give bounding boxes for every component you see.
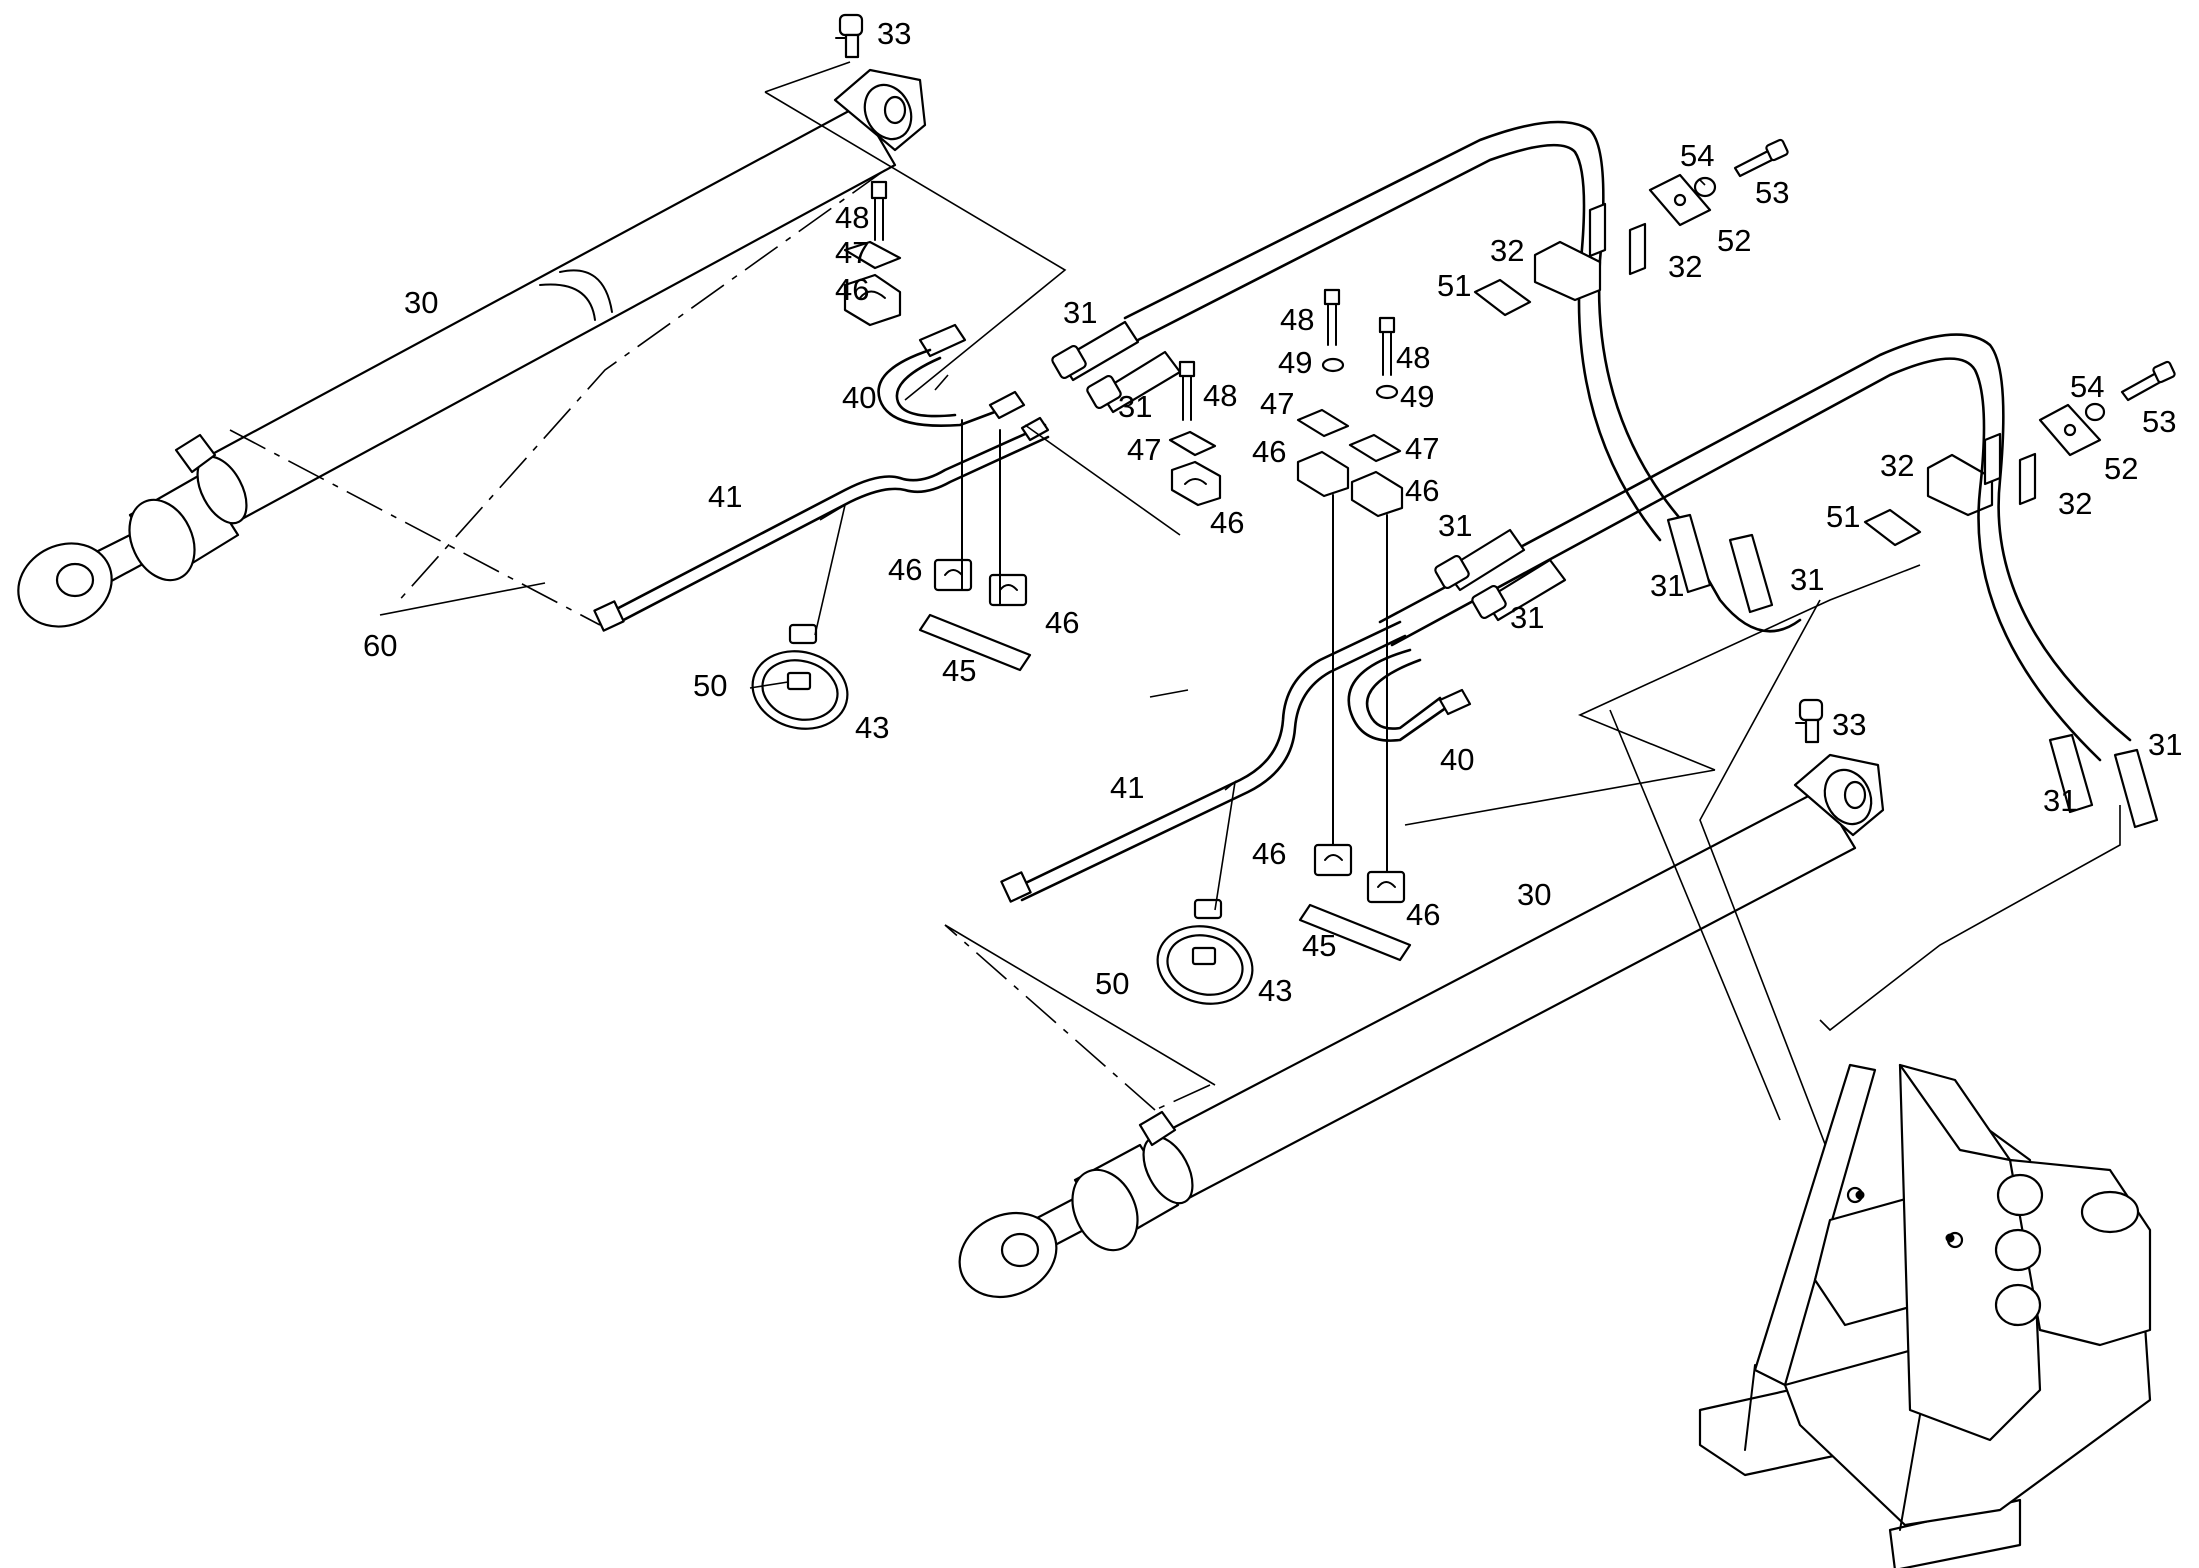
callout-48: 48 bbox=[1203, 378, 1237, 413]
bracket-set-lower bbox=[1863, 360, 2176, 547]
callout-31: 31 bbox=[1063, 295, 1097, 330]
bracket-set-upper bbox=[1473, 138, 1789, 317]
hose-40-left bbox=[877, 348, 1002, 427]
callout-31: 31 bbox=[1438, 508, 1472, 543]
hydraulic-cylinder-left bbox=[17, 68, 927, 628]
callout-41: 41 bbox=[1110, 770, 1144, 805]
callout-32: 32 bbox=[1668, 249, 1702, 284]
callout-31: 31 bbox=[1650, 568, 1684, 603]
callout-32: 32 bbox=[1880, 448, 1914, 483]
callout-31: 31 bbox=[2043, 783, 2077, 818]
callout-53: 53 bbox=[2142, 404, 2176, 439]
callout-52: 52 bbox=[2104, 451, 2138, 486]
callout-51: 51 bbox=[1826, 499, 1860, 534]
callout-46: 46 bbox=[888, 552, 922, 587]
callout-40: 40 bbox=[1440, 742, 1474, 777]
pipe-41-right bbox=[1013, 620, 1402, 890]
callout-30: 30 bbox=[404, 285, 438, 320]
callout-43: 43 bbox=[1258, 973, 1292, 1008]
callout-45: 45 bbox=[1302, 928, 1336, 963]
callout-46: 46 bbox=[1406, 897, 1440, 932]
callout-51: 51 bbox=[1437, 268, 1471, 303]
callout-30: 30 bbox=[1517, 877, 1551, 912]
callout-47: 47 bbox=[1127, 432, 1161, 467]
callout-31: 31 bbox=[2148, 727, 2182, 762]
callout-54: 54 bbox=[1680, 138, 1714, 173]
clamp-stack-mid-left bbox=[1024, 360, 1222, 536]
callout-46: 46 bbox=[1405, 473, 1439, 508]
callout-53: 53 bbox=[1755, 175, 1789, 210]
boom-frame bbox=[1698, 1063, 2152, 1568]
hose-long-left-outer bbox=[1123, 120, 1692, 532]
callout-40: 40 bbox=[842, 380, 876, 415]
callout-32: 32 bbox=[1490, 233, 1524, 268]
hose-fittings-31-right bbox=[1434, 513, 2159, 829]
callout-47: 47 bbox=[1260, 386, 1294, 421]
callout-60: 60 bbox=[363, 628, 397, 663]
clamp-stack-center bbox=[1296, 288, 1412, 962]
callout-48: 48 bbox=[1280, 302, 1314, 337]
callout-46: 46 bbox=[1045, 605, 1079, 640]
callout-41: 41 bbox=[708, 479, 742, 514]
hose-fittings-31-left bbox=[988, 320, 1182, 442]
hose-long-right-outer bbox=[1378, 333, 2132, 742]
hose-clamp-43-right bbox=[1156, 780, 1254, 1005]
grease-nipple-33-right bbox=[1795, 698, 1824, 744]
callout-33: 33 bbox=[877, 16, 911, 51]
callout-50: 50 bbox=[1095, 966, 1129, 1001]
hose-clamp-43-left bbox=[751, 503, 849, 730]
callout-46: 46 bbox=[1252, 434, 1286, 469]
callout-46: 46 bbox=[1252, 836, 1286, 871]
callout-33: 33 bbox=[1832, 707, 1866, 742]
callout-48: 48 bbox=[1396, 340, 1430, 375]
hose-40-right bbox=[1347, 648, 1452, 742]
callout-49: 49 bbox=[1278, 345, 1312, 380]
callout-31: 31 bbox=[1118, 389, 1152, 424]
callout-32: 32 bbox=[2058, 486, 2092, 521]
callout-48: 48 bbox=[835, 200, 869, 235]
callout-46: 46 bbox=[1210, 505, 1244, 540]
pipe-41-left bbox=[603, 423, 1047, 617]
callout-labels: 33 30 48 47 46 31 31 40 41 48 47 46 46 4… bbox=[363, 16, 2182, 1008]
callout-54: 54 bbox=[2070, 369, 2104, 404]
clamp-stack-left-lower bbox=[918, 419, 1032, 672]
callout-50: 50 bbox=[693, 668, 727, 703]
callout-31: 31 bbox=[1510, 600, 1544, 635]
callout-47: 47 bbox=[835, 235, 869, 270]
callout-43: 43 bbox=[855, 710, 889, 745]
callout-31: 31 bbox=[1790, 562, 1824, 597]
callout-47: 47 bbox=[1405, 431, 1439, 466]
callout-52: 52 bbox=[1717, 223, 1751, 258]
callout-46: 46 bbox=[835, 272, 869, 307]
callout-49: 49 bbox=[1400, 379, 1434, 414]
grease-nipple-33-left bbox=[835, 13, 864, 59]
callout-45: 45 bbox=[942, 653, 976, 688]
hydraulic-cylinder-right bbox=[958, 753, 1885, 1299]
